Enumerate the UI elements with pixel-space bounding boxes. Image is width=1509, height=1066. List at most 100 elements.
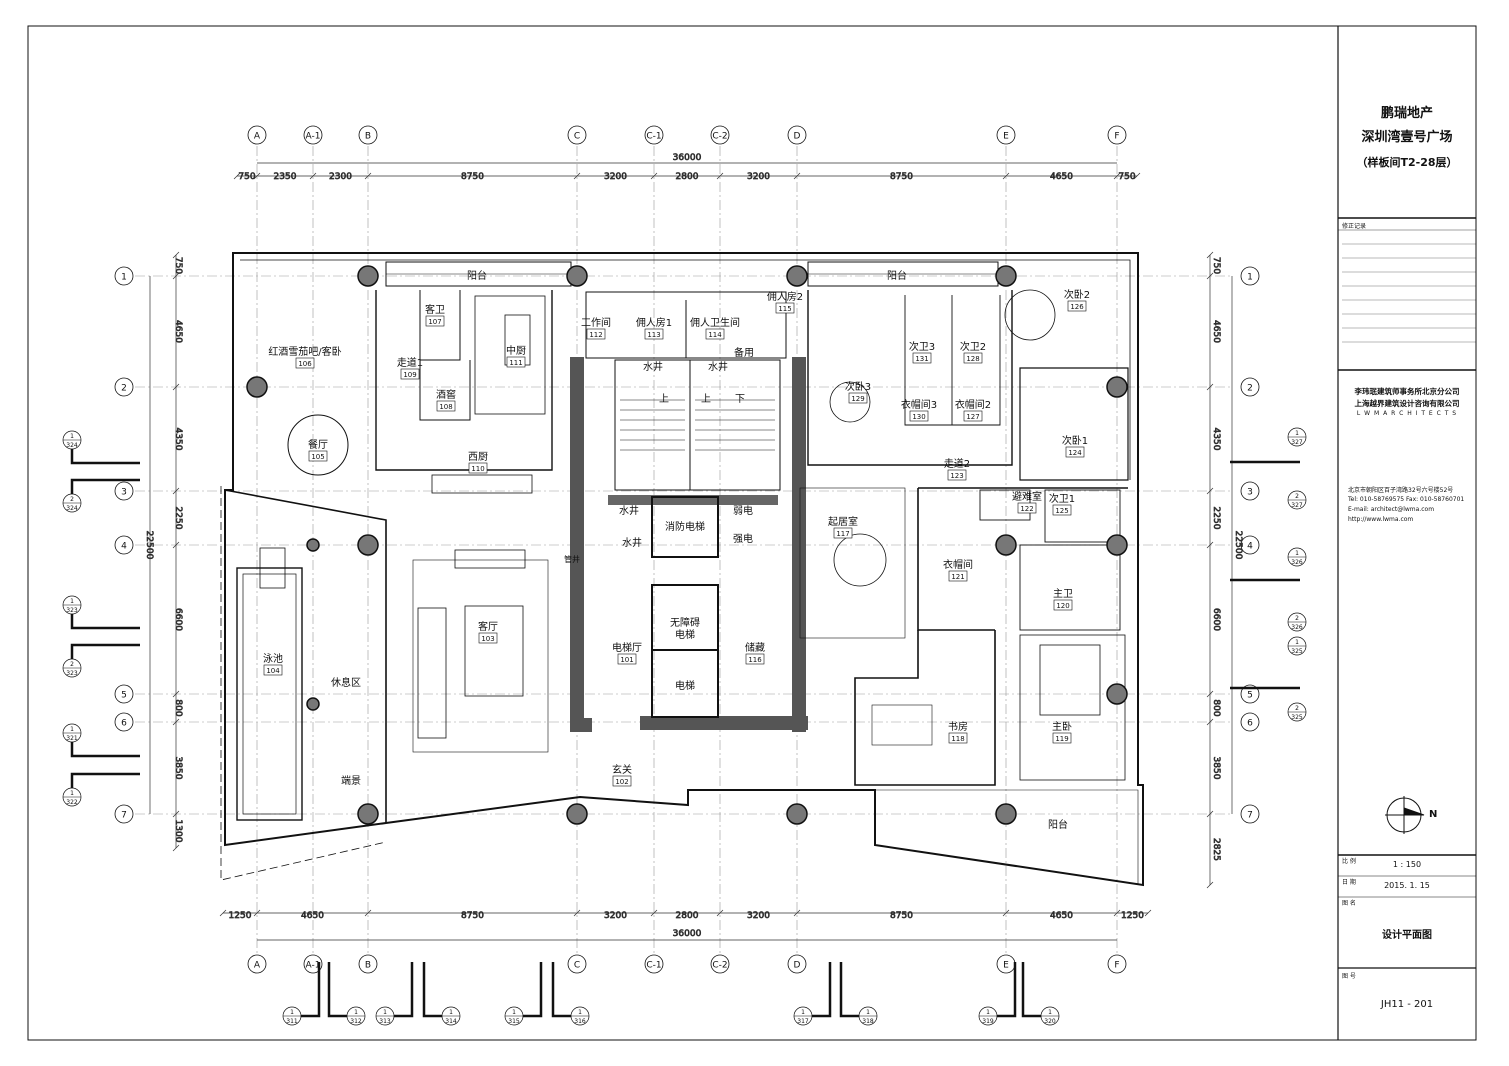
room-number: 114 bbox=[708, 331, 722, 339]
grid-label-column: C-2 bbox=[712, 961, 727, 971]
section-cut-bottom bbox=[812, 962, 832, 1018]
room-name: 储藏 bbox=[745, 641, 765, 654]
section-mark-bottom-num: 1 bbox=[449, 1009, 453, 1016]
room-number: 124 bbox=[1068, 449, 1082, 457]
grid-bubble-row bbox=[114, 804, 134, 824]
grid-bubble-column bbox=[303, 125, 323, 145]
core-label-weak-elec: 弱电 bbox=[733, 504, 753, 517]
dim-value-top: 2350 bbox=[274, 172, 297, 182]
dim-tick bbox=[1133, 172, 1141, 180]
room-name: 工作间 bbox=[581, 316, 611, 329]
dim-value-top: 3200 bbox=[747, 172, 770, 182]
dim-tick bbox=[172, 810, 180, 818]
section-mark-right-ref: 327 bbox=[1291, 439, 1303, 446]
north-arrow-label: N bbox=[1429, 809, 1438, 820]
room-number-box bbox=[1052, 732, 1072, 744]
room-name: 客卫 bbox=[425, 303, 445, 316]
section-mark-right-num: 2 bbox=[1295, 493, 1299, 500]
grid-label-column: C bbox=[574, 132, 580, 142]
grid-label-column: D bbox=[794, 132, 801, 142]
drawing-number: JH11 - 201 bbox=[1380, 999, 1434, 1010]
grid-bubble-column bbox=[787, 954, 807, 974]
grid-bubble-row bbox=[114, 684, 134, 704]
grid-label-row: 1 bbox=[1247, 273, 1253, 283]
section-cut-bottom bbox=[523, 962, 543, 1018]
grid-bubble-column bbox=[644, 954, 664, 974]
grid-bubble-column bbox=[567, 954, 587, 974]
room-name: 次卫2 bbox=[960, 340, 986, 353]
grid-label-column: A-1 bbox=[306, 961, 321, 971]
grid-label-row: 5 bbox=[121, 691, 127, 701]
section-mark-left-ref: 324 bbox=[66, 505, 78, 512]
room-number-box bbox=[586, 328, 606, 340]
dim-value-left: 4650 bbox=[173, 320, 183, 343]
section-mark-right-ref: 325 bbox=[1291, 714, 1303, 721]
scale-value: 1 : 150 bbox=[1392, 860, 1422, 869]
grid-label-row: 6 bbox=[121, 719, 127, 729]
grid-label-column: C-1 bbox=[646, 961, 661, 971]
room-number-box bbox=[468, 462, 488, 474]
section-mark-bottom-num: 1 bbox=[512, 1009, 516, 1016]
dim-value-left: 750 bbox=[173, 257, 183, 274]
room-number: 109 bbox=[403, 371, 416, 379]
grid-bubble-column bbox=[303, 954, 323, 974]
dim-tick bbox=[172, 718, 180, 726]
room-name: 端景 bbox=[341, 774, 361, 787]
room-number-box bbox=[947, 469, 967, 481]
room-number: 105 bbox=[311, 453, 324, 461]
section-mark-right-num: 1 bbox=[1295, 550, 1299, 557]
dim-total-top: 36000 bbox=[673, 153, 702, 163]
core-label-down: 下 bbox=[735, 394, 745, 405]
room-name: 次卧3 bbox=[845, 380, 871, 393]
room-number-box bbox=[1067, 300, 1087, 312]
room-name: 主卧 bbox=[1052, 720, 1072, 733]
grid-bubble-column bbox=[644, 125, 664, 145]
room-number: 130 bbox=[912, 413, 925, 421]
room-name: 中厨 bbox=[506, 344, 526, 357]
dim-value-right: 2825 bbox=[1211, 838, 1221, 861]
section-cut-bottom bbox=[422, 962, 442, 1018]
room-name: 红酒雪茄吧/客卧 bbox=[268, 345, 341, 358]
dim-tick bbox=[793, 909, 801, 917]
drawing-name: 设计平面图 bbox=[1382, 930, 1432, 941]
core-label-strong-elec: 强电 bbox=[733, 532, 753, 545]
section-cut-left bbox=[70, 772, 140, 788]
room-name: 玄关 bbox=[612, 763, 632, 776]
room-number: 110 bbox=[471, 465, 484, 473]
dim-value-top: 2300 bbox=[329, 172, 352, 182]
room-name: 衣帽间2 bbox=[955, 398, 991, 411]
room-number: 112 bbox=[589, 331, 602, 339]
dim-value-bottom: 1250 bbox=[229, 911, 252, 921]
grid-bubble-column bbox=[247, 954, 267, 974]
room-number-box bbox=[833, 527, 853, 539]
section-mark-bottom-num: 1 bbox=[986, 1009, 990, 1016]
core-label-fire-lift: 消防电梯 bbox=[665, 520, 705, 533]
room-name: 电梯厅 bbox=[612, 641, 642, 654]
room-number-box bbox=[948, 732, 968, 744]
drawing-name-label: 图 名 bbox=[1342, 900, 1356, 907]
section-mark-bottom-ref: 311 bbox=[286, 1018, 298, 1025]
room-name: 主卫 bbox=[1053, 588, 1073, 600]
grid-label-column: A-1 bbox=[306, 132, 321, 142]
room-number-box bbox=[295, 357, 315, 369]
dim-tick bbox=[1206, 690, 1214, 698]
section-marks: 1324232413232323132113221327232713262326… bbox=[62, 427, 1307, 1026]
structural-column bbox=[566, 265, 588, 287]
dim-tick bbox=[172, 541, 180, 549]
room-name: 走道2 bbox=[944, 457, 970, 470]
room-number-box bbox=[612, 775, 632, 787]
room-number-box bbox=[963, 410, 983, 422]
core-label-shaft-a: 水井 bbox=[643, 360, 663, 373]
section-mark-right-ref: 326 bbox=[1291, 559, 1303, 566]
dim-value-left: 800 bbox=[173, 699, 183, 716]
dim-value-right: 2250 bbox=[1211, 507, 1221, 530]
room-number: 122 bbox=[1020, 505, 1033, 513]
dim-tick bbox=[172, 487, 180, 495]
date-value: 2015. 1. 15 bbox=[1384, 881, 1430, 890]
section-mark-bottom-ref: 313 bbox=[379, 1018, 391, 1025]
dim-tick bbox=[1002, 172, 1010, 180]
room-name: 阳台 bbox=[887, 269, 907, 282]
section-mark-bottom-ref: 320 bbox=[1044, 1018, 1056, 1025]
grid-label-row: 3 bbox=[1247, 488, 1253, 498]
firm-web: http://www.lwma.com bbox=[1348, 516, 1414, 523]
